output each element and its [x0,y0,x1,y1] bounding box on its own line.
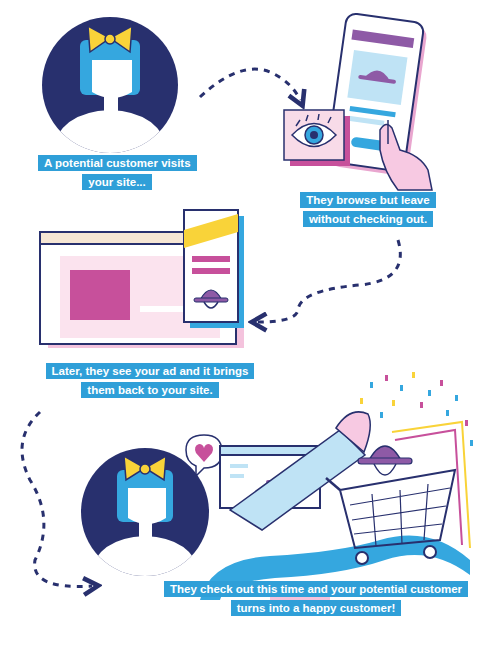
caption-text: A potential customer visits your site... [38,155,197,190]
eye-icon [284,110,350,166]
step-caption: They browse but leave without checking o… [282,191,454,229]
flow-arrow [258,240,400,322]
heart-bubble [186,435,222,476]
flow-arrow [200,69,300,100]
checkout-illustration [200,372,473,606]
caption-text: Later, they see your ad and it brings th… [46,363,255,398]
flow-arrow [22,412,92,586]
happy-customer-avatar [81,448,209,582]
ad-banner [184,210,244,328]
caption-text: They browse but leave without checking o… [300,192,435,227]
caption-text: They check out this time and your potent… [164,581,468,616]
step-caption: Later, they see your ad and it brings th… [34,362,266,400]
step-caption: They check out this time and your potent… [158,580,474,618]
customer-avatar [42,17,178,160]
step-caption: A potential customer visits your site... [38,154,196,192]
